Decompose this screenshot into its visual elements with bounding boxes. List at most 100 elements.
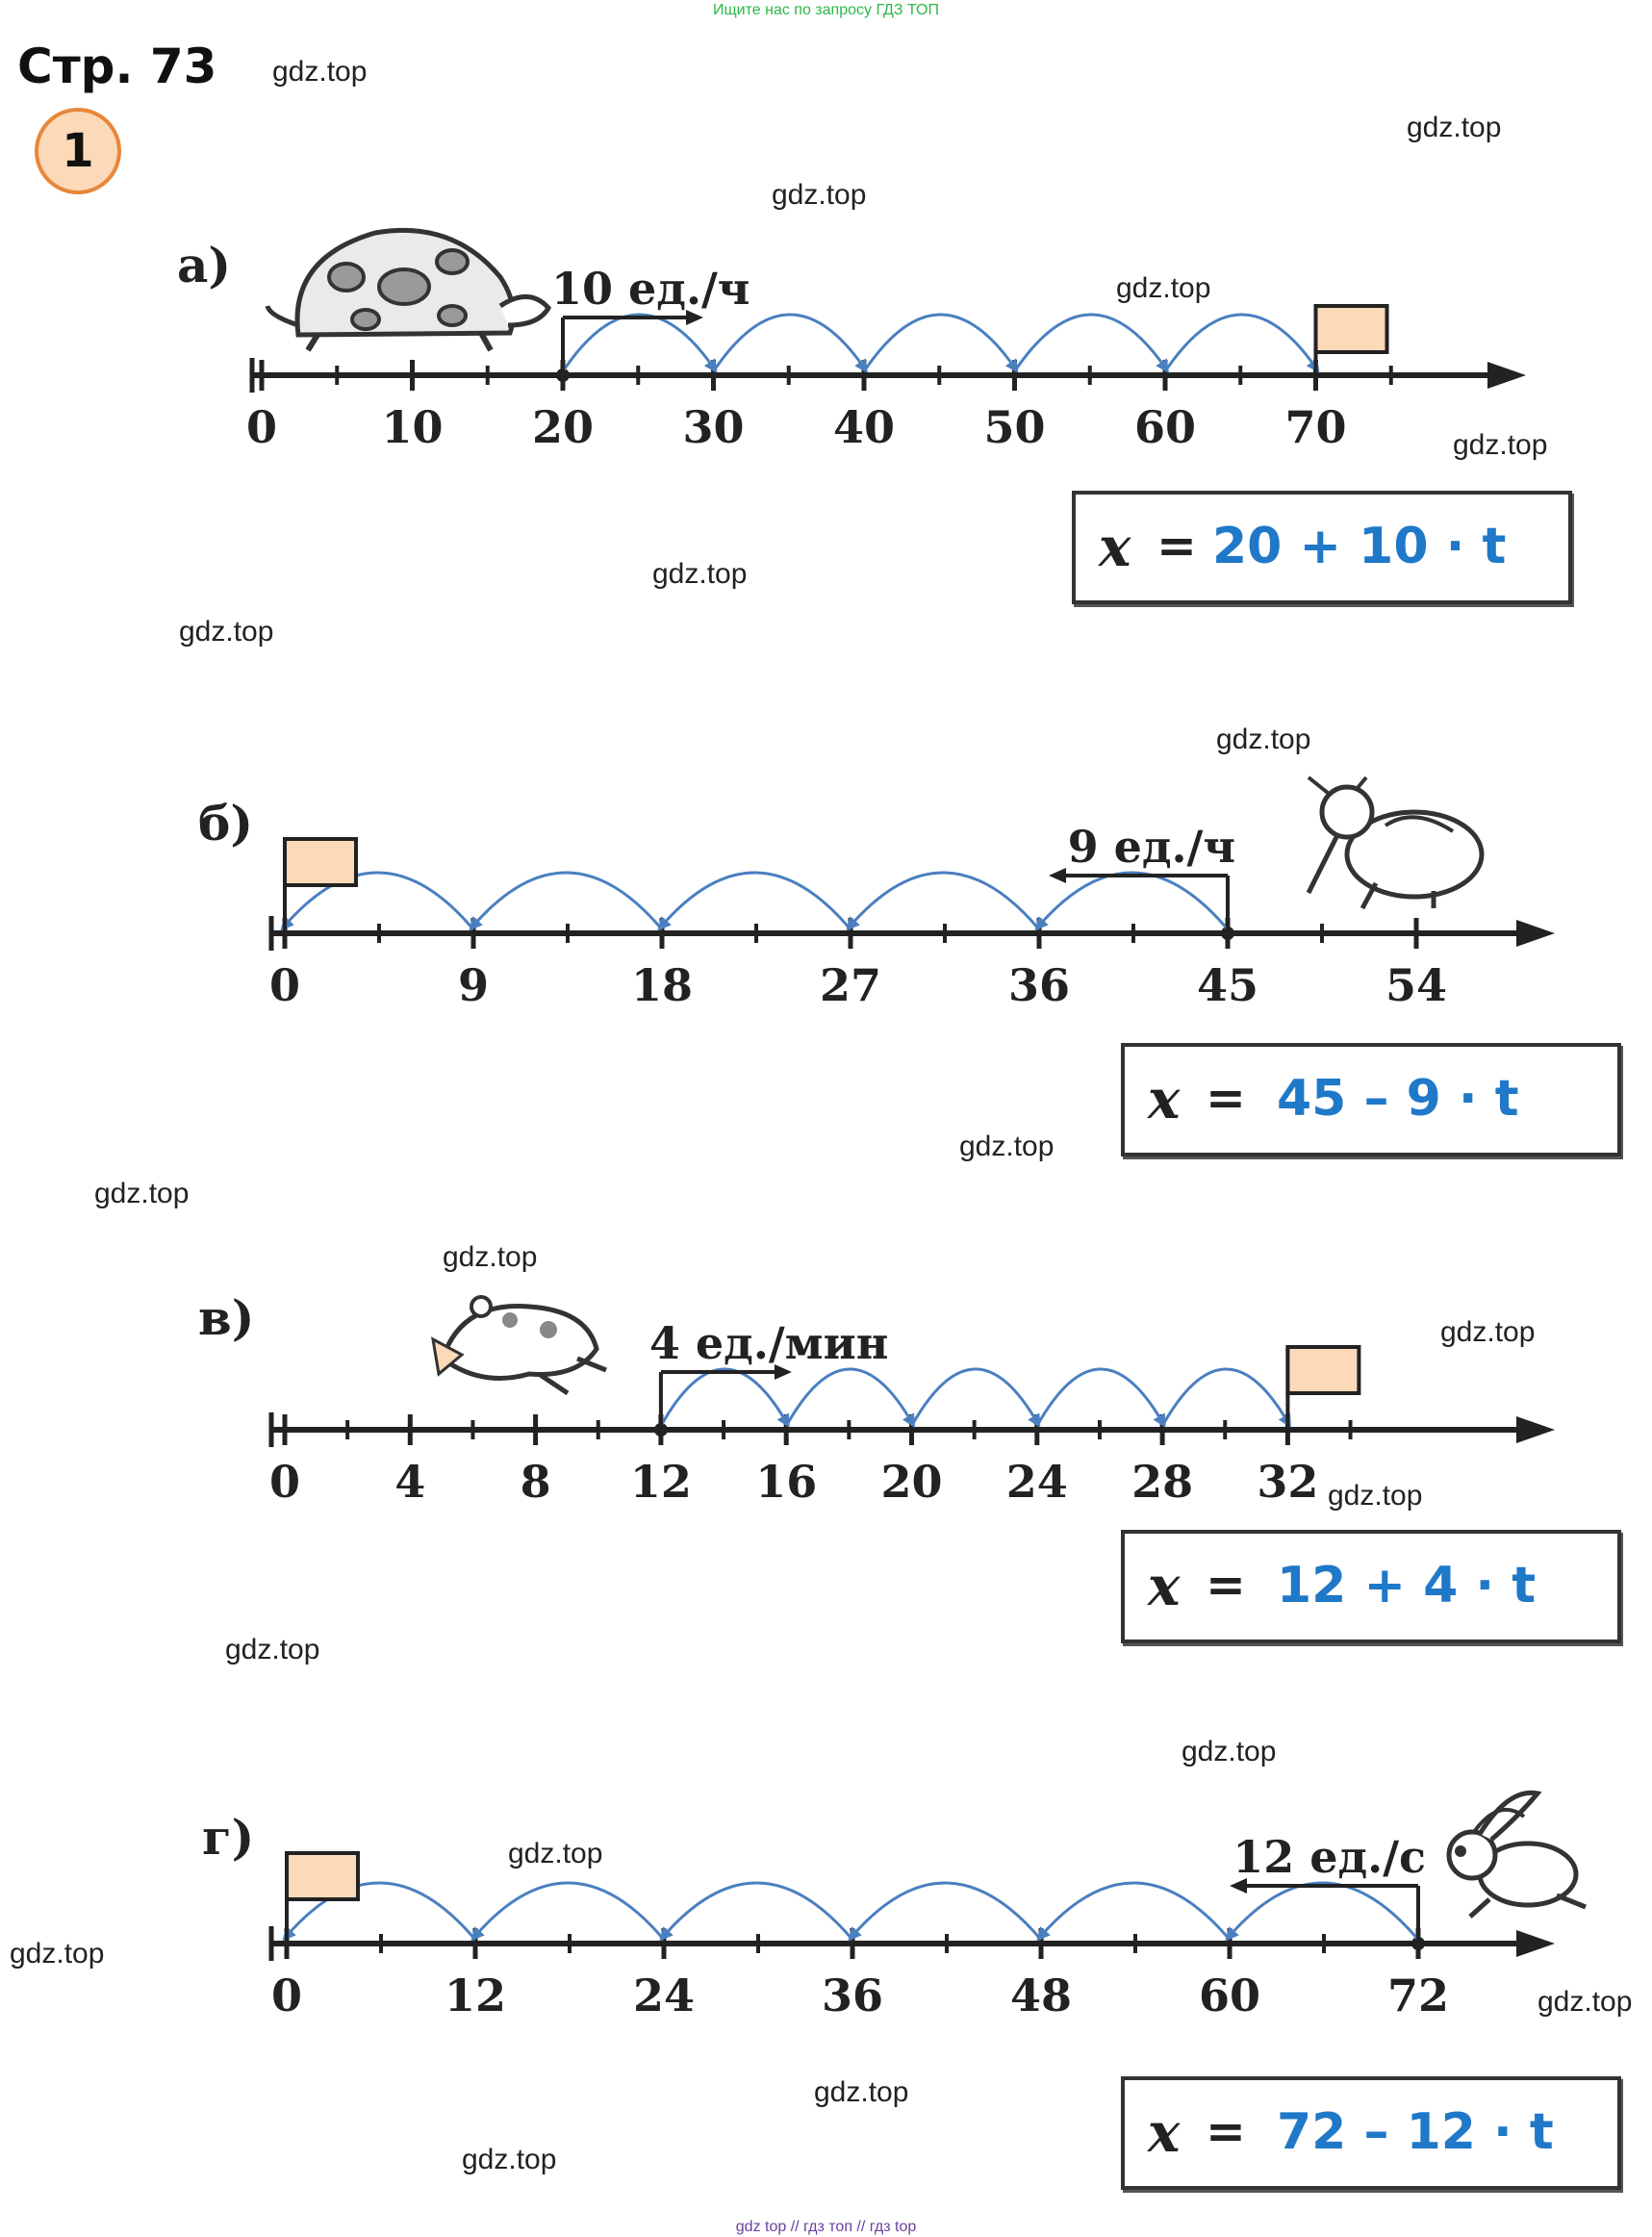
formula-box-v: x = 12 + 4 · t xyxy=(1121,1530,1621,1643)
tick-label: 12 xyxy=(445,1970,506,2021)
tick-label: 60 xyxy=(1199,1970,1260,2021)
watermark: gdz.top xyxy=(179,616,274,648)
formula-variable: x xyxy=(1148,1068,1181,1131)
task-number-badge: 1 xyxy=(35,108,121,194)
hop-arc xyxy=(1013,313,1170,373)
beetle-icon xyxy=(1306,775,1485,910)
tick-label: 20 xyxy=(880,1456,942,1508)
formula-equals: = xyxy=(1206,2103,1246,2159)
page-title: Стр. 73 xyxy=(17,38,217,94)
tick-label: 8 xyxy=(521,1456,551,1508)
tick-label: 9 xyxy=(458,959,489,1011)
watermark: gdz.top xyxy=(1453,429,1548,461)
axis-arrow-icon xyxy=(1487,362,1526,389)
tick-label: 16 xyxy=(755,1456,817,1508)
watermark: gdz.top xyxy=(462,2144,557,2175)
tick-label: 54 xyxy=(1385,959,1447,1011)
hop-arc xyxy=(910,1367,1041,1429)
tick-label: 36 xyxy=(1008,959,1070,1011)
tick-label: 70 xyxy=(1284,401,1346,453)
tick-label: 0 xyxy=(269,1456,300,1508)
hop-arc xyxy=(659,1367,790,1429)
tick-label: 0 xyxy=(269,959,300,1011)
formula-equals: = xyxy=(1206,1070,1246,1126)
hop-arc xyxy=(848,1881,1043,1942)
part-label-a: а) xyxy=(177,237,232,293)
finish-flag-icon xyxy=(285,1851,360,1901)
hop-arc xyxy=(1034,871,1230,931)
watermark: gdz.top xyxy=(225,1634,320,1665)
formula-equals: = xyxy=(1206,1557,1246,1613)
tick-label: 48 xyxy=(1010,1970,1072,2021)
hop-arc xyxy=(470,1881,666,1942)
formula-variable: x xyxy=(1148,2101,1181,2165)
watermark: gdz.top xyxy=(1182,1736,1277,1767)
hop-arc xyxy=(1160,1367,1291,1429)
watermark: gdz.top xyxy=(772,179,867,211)
tick-label: 18 xyxy=(631,959,693,1011)
frog-icon xyxy=(431,1295,607,1396)
top-banner[interactable]: Ищите нас по запросу ГДЗ ТОП xyxy=(713,2,939,18)
speed-label: 4 ед./мин xyxy=(649,1317,889,1369)
watermark: gdz.top xyxy=(1328,1480,1423,1512)
tick-label: 36 xyxy=(822,1970,883,2021)
tick-label: 0 xyxy=(271,1970,302,2021)
watermark: gdz.top xyxy=(652,558,748,590)
formula-box-g: x = 72 – 12 · t xyxy=(1121,2076,1621,2190)
formula-expression: 45 – 9 · t xyxy=(1277,1070,1519,1128)
hop-arc xyxy=(282,1881,477,1942)
tick-label: 27 xyxy=(820,959,881,1011)
watermark: gdz.top xyxy=(508,1838,603,1869)
tick-label: 20 xyxy=(532,401,594,453)
hop-arc xyxy=(846,871,1041,931)
tick-label: 28 xyxy=(1131,1456,1193,1508)
watermark: gdz.top xyxy=(814,2076,909,2108)
finish-flag-icon xyxy=(1285,1345,1361,1395)
hop-arc xyxy=(1163,313,1320,373)
tick-label: 12 xyxy=(630,1456,692,1508)
hop-arc xyxy=(280,871,475,931)
speed-label: 10 ед./ч xyxy=(551,263,750,315)
rabbit-icon xyxy=(1446,1790,1587,1919)
tick-label: 60 xyxy=(1134,401,1196,453)
formula-expression: 12 + 4 · t xyxy=(1277,1557,1537,1614)
tick-label: 72 xyxy=(1387,1970,1449,2021)
part-label-v: в) xyxy=(198,1289,255,1346)
hop-arc xyxy=(657,871,852,931)
hop-arc xyxy=(784,1367,916,1429)
formula-variable: x xyxy=(1099,516,1131,579)
watermark: gdz.top xyxy=(1538,1986,1633,2018)
formula-box-b: x = 45 – 9 · t xyxy=(1121,1043,1621,1157)
part-label-b: б) xyxy=(198,795,254,852)
part-label-g: г) xyxy=(202,1809,255,1866)
turtle-icon xyxy=(265,227,552,352)
watermark: gdz.top xyxy=(959,1131,1055,1162)
hop-arc xyxy=(862,313,1019,373)
tick-label: 24 xyxy=(633,1970,695,2021)
watermark: gdz.top xyxy=(1440,1316,1536,1348)
watermark: gdz.top xyxy=(10,1938,105,1970)
footer-links[interactable]: gdz top // гдз топ // гдз top xyxy=(735,2219,917,2235)
tick-label: 40 xyxy=(833,401,895,453)
axis-arrow-icon xyxy=(1516,1416,1555,1443)
tick-label: 32 xyxy=(1257,1456,1318,1508)
tick-label: 10 xyxy=(381,401,443,453)
watermark: gdz.top xyxy=(272,56,368,88)
hop-arc xyxy=(1225,1881,1420,1942)
watermark: gdz.top xyxy=(443,1241,538,1273)
axis-arrow-icon xyxy=(1516,920,1555,947)
hop-arc xyxy=(561,313,718,373)
watermark: gdz.top xyxy=(1216,724,1311,755)
hop-arc xyxy=(1035,1367,1166,1429)
watermark: gdz.top xyxy=(94,1178,190,1209)
hop-arc xyxy=(712,313,869,373)
formula-expression: 20 + 10 · t xyxy=(1212,518,1507,575)
formula-variable: x xyxy=(1148,1555,1181,1618)
axis-arrow-icon xyxy=(1516,1930,1555,1957)
tick-label: 45 xyxy=(1197,959,1258,1011)
hop-arc xyxy=(469,871,664,931)
